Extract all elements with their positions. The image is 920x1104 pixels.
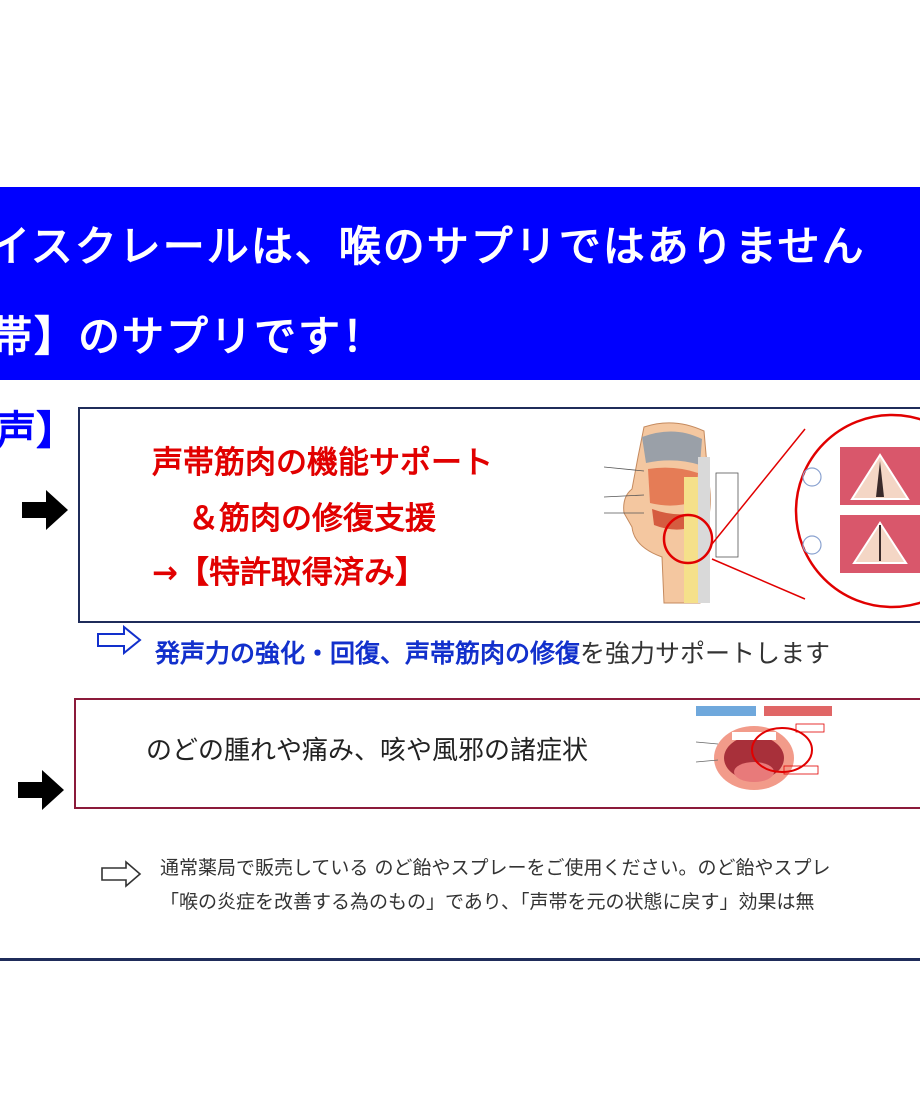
note-line-1: 通常薬局で販売している のど飴やスプレーをご使用ください。のど飴やスプレ (160, 857, 831, 879)
section-label: 声】 (0, 408, 76, 454)
throat-anatomy-illustration (604, 422, 739, 604)
right-arrow-icon (22, 490, 68, 530)
sore-throat-illustration (695, 706, 832, 790)
support-rest: を強力サポートします (580, 639, 831, 668)
headline-banner: イスクレールは、喉のサプリではありません 帯】のサプリです！ (0, 187, 920, 380)
bottom-divider (0, 958, 920, 961)
support-strong-2: 声帯筋肉の修復 (405, 639, 581, 668)
right-arrow-icon (18, 770, 64, 810)
support-strong-1: 発声力の強化・回復、 (155, 639, 406, 668)
outline-right-arrow-icon (101, 860, 142, 888)
headline-line-2: 帯】のサプリです！ (0, 312, 387, 361)
vocal-muscle-support-box: 声帯筋肉の機能サポート ＆筋肉の修復支援 →【特許取得済み】 (78, 407, 920, 623)
note-line-2: 「喉の炎症を改善する為のもの」であり、「声帯を元の状態に戻す」効果は無 (160, 891, 815, 913)
box1-line-3: →【特許取得済み】 (152, 555, 426, 591)
symptoms-text: のどの腫れや痛み、咳や風邪の諸症状 (146, 736, 589, 766)
zoom-connector-lines (711, 428, 806, 600)
vocal-cords-closeup-illustration (794, 413, 920, 609)
outline-right-arrow-icon (97, 625, 142, 655)
box1-line-1: 声帯筋肉の機能サポート (152, 445, 493, 481)
box1-line-2: ＆筋肉の修復支援 (188, 501, 436, 537)
support-statement: 発声力の強化・回復、声帯筋肉の修復を強力サポートします (155, 634, 830, 670)
throat-symptoms-box: のどの腫れや痛み、咳や風邪の諸症状 (74, 698, 920, 809)
headline-line-1: イスクレールは、喉のサプリではありません (0, 222, 866, 271)
